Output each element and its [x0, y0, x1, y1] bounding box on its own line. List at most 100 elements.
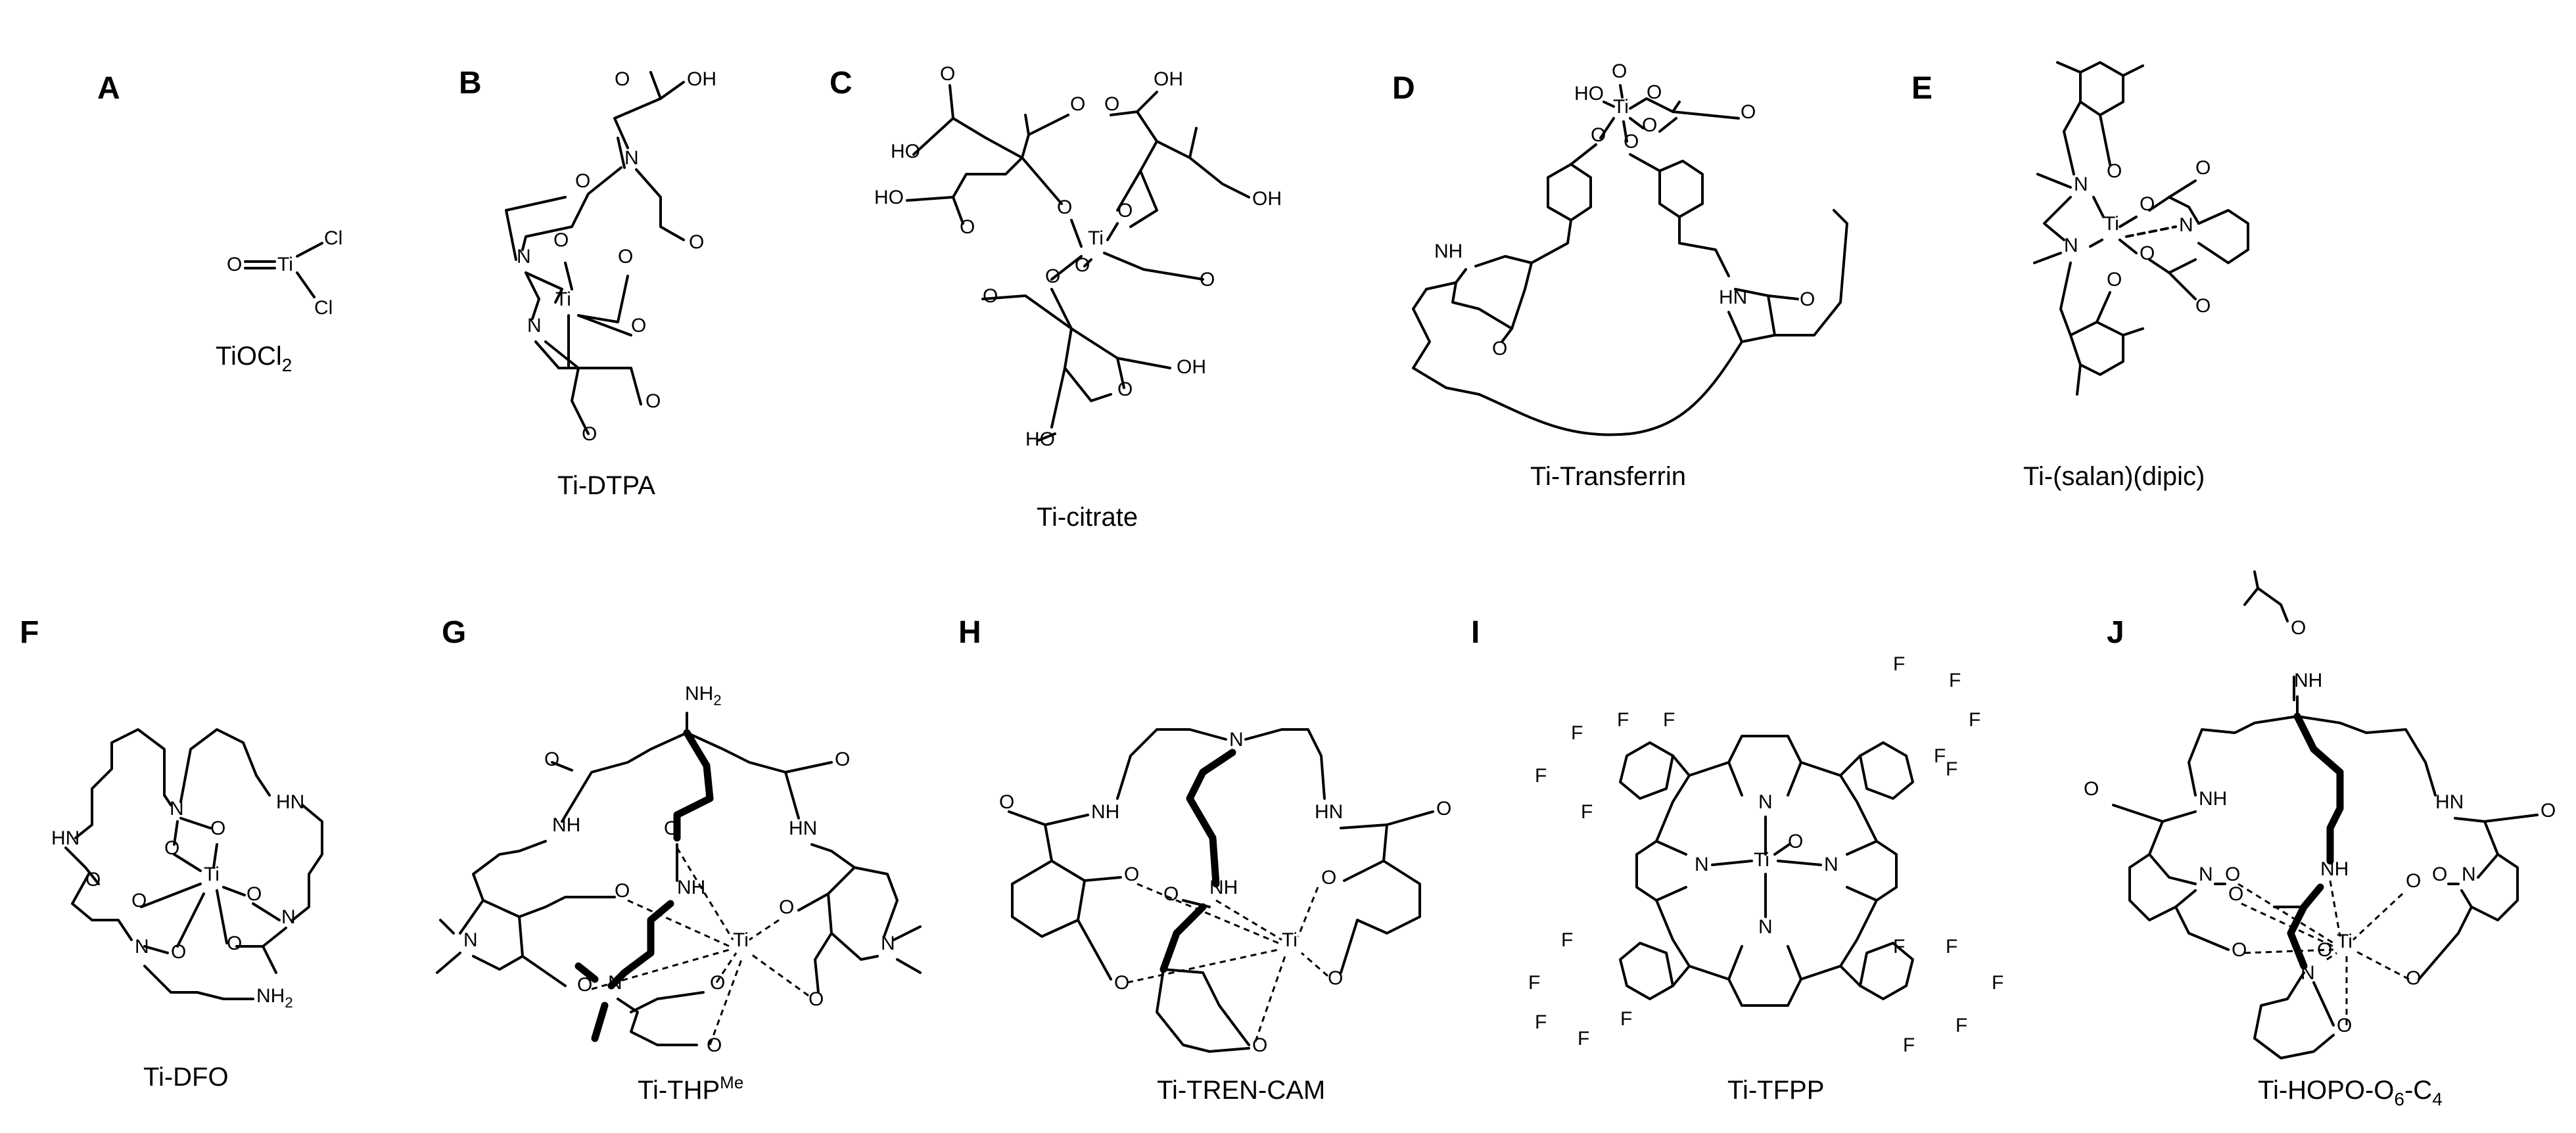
structure-ti-dtpa: Ti N N N O O O O O O O O OH: [505, 68, 716, 445]
atom-o: O: [553, 229, 569, 251]
atom-n: N: [2064, 235, 2078, 256]
structure-ti-hopo: Ti O NH NH HN NH O O N O O O O N O O O N…: [2084, 570, 2556, 1059]
atom-f: F: [1893, 653, 1905, 675]
atom-f: F: [1992, 972, 2003, 994]
structure-tiocl2: O Ti Cl Cl: [227, 227, 342, 319]
panel-h: H Ti N NH HN NH O O O O O O O O: [958, 615, 1451, 1105]
atom-f: F: [1949, 670, 1961, 691]
atom-o: O: [1624, 131, 1639, 152]
structure-ti-transferrin: HO Ti O O O O O O NH HN O O: [1412, 60, 1848, 436]
atom-o: O: [2541, 800, 2556, 821]
atom-o: O: [2084, 778, 2099, 800]
atom-o: O: [246, 883, 262, 905]
atom-o: O: [2291, 617, 2306, 639]
atom-o: O: [1070, 93, 1085, 115]
atom-nh: NH: [1434, 241, 1463, 262]
atom-n: N: [1758, 791, 1773, 813]
atom-o: O: [227, 933, 242, 954]
panel-letter-d: D: [1392, 71, 1415, 106]
atom-ti: Ti: [277, 254, 293, 275]
atom-o: O: [1045, 266, 1060, 287]
compound-name-i: Ti-TFPP: [1727, 1076, 1824, 1105]
panel-letter-j: J: [2107, 615, 2124, 650]
atom-o: O: [2140, 243, 2155, 264]
panel-letter-c: C: [830, 66, 853, 101]
atom-o: O: [1200, 269, 1215, 290]
atom-ti: Ti: [1282, 929, 1298, 951]
atom-o: O: [1741, 101, 1756, 123]
atom-n: N: [2179, 214, 2193, 236]
panel-f: F Ti HN HN NH2 N N N O O O O O O O: [20, 615, 323, 1092]
atom-ho: HO: [874, 187, 904, 208]
atom-o: O: [2225, 864, 2240, 885]
atom-oh: OH: [1252, 188, 1282, 210]
atom-o: O: [544, 749, 559, 770]
panel-letter-e: E: [1911, 71, 1932, 106]
panel-b: B Ti N N N O O O O O O O O OH: [459, 66, 716, 500]
structure-ti-salan-dipic: Ti N N O O O O N O O: [2033, 61, 2249, 396]
atom-o: O: [1075, 254, 1090, 276]
atom-o: O: [615, 880, 630, 902]
structure-ti-citrate: Ti HO HO OH OH OH HO O O O O O O O O O O…: [874, 63, 1282, 450]
atom-f: F: [1578, 1028, 1589, 1050]
compound-name-f: Ti-DFO: [143, 1063, 229, 1092]
atom-f: F: [1535, 765, 1547, 787]
atom-f: F: [1946, 758, 1957, 780]
atom-o: O: [2195, 295, 2211, 317]
atom-o: O: [2228, 883, 2243, 905]
panel-a: A O Ti Cl Cl TiOCl2: [97, 71, 342, 375]
atom-n: N: [1758, 916, 1773, 938]
atom-o: O: [707, 1034, 722, 1056]
atom-f: F: [1946, 936, 1957, 958]
atom-o: O: [164, 837, 179, 859]
atom-f: F: [1893, 936, 1905, 958]
atom-f: F: [1535, 1011, 1547, 1033]
atom-f: F: [1955, 1015, 1967, 1036]
atom-n: N: [2074, 173, 2088, 195]
panel-i: I Ti O N N N N: [1471, 615, 2003, 1105]
panel-g: G Ti NH2 NH HN NH N N N O O O O O O O O …: [436, 615, 922, 1105]
atom-o: O: [1117, 200, 1133, 221]
panel-c: C Ti HO HO OH OH OH HO O O O O O O O O O…: [830, 63, 1282, 532]
atom-ti: Ti: [2103, 213, 2119, 235]
atom-f: F: [1528, 972, 1540, 994]
panel-j: J Ti O NH NH HN NH O O N O O O O N O O O…: [2084, 570, 2556, 1109]
atom-o: O: [999, 791, 1014, 813]
atom-o: O: [1642, 114, 1657, 136]
atom-f: F: [1617, 709, 1629, 731]
atom-ti: Ti: [1613, 96, 1629, 118]
panel-letter-h: H: [958, 615, 981, 650]
atom-o: O: [227, 254, 242, 275]
atom-f: F: [1663, 709, 1675, 731]
atom-nh: NH: [1091, 801, 1119, 823]
atom-ho: HO: [1574, 83, 1604, 104]
atom-o: O: [940, 63, 955, 85]
atom-o: O: [575, 170, 590, 192]
atom-o: O: [1492, 338, 1507, 359]
atom-nh: NH: [552, 814, 580, 836]
structure-ti-thp-me: Ti NH2 NH HN NH N N N O O O O O O O O O: [436, 683, 922, 1056]
atom-o: O: [2432, 864, 2447, 885]
atom-o: O: [779, 896, 794, 918]
atom-o: O: [1647, 81, 1662, 103]
compound-name-a: TiOCl2: [216, 342, 292, 375]
compound-name-j: Ti-HOPO-O6-C4: [2258, 1076, 2443, 1109]
atom-nh2: NH2: [685, 683, 722, 708]
atom-o: O: [2107, 160, 2122, 182]
atom-hn: HN: [1315, 801, 1343, 823]
atom-o: O: [645, 390, 661, 412]
atom-o: O: [2232, 939, 2247, 961]
atom-o: O: [1163, 883, 1179, 905]
atom-ti: Ti: [1088, 227, 1104, 249]
atom-o: O: [1328, 967, 1343, 989]
atom-o: O: [618, 246, 633, 267]
atom-o: O: [1436, 798, 1451, 820]
panel-letter-f: F: [20, 615, 39, 650]
compound-name-c: Ti-citrate: [1037, 503, 1138, 532]
atom-o: O: [1612, 60, 1627, 82]
atom-n: N: [1229, 729, 1244, 751]
atom-hn: HN: [276, 791, 304, 813]
atom-o: O: [2140, 193, 2155, 215]
atom-nh: NH: [2320, 858, 2349, 880]
